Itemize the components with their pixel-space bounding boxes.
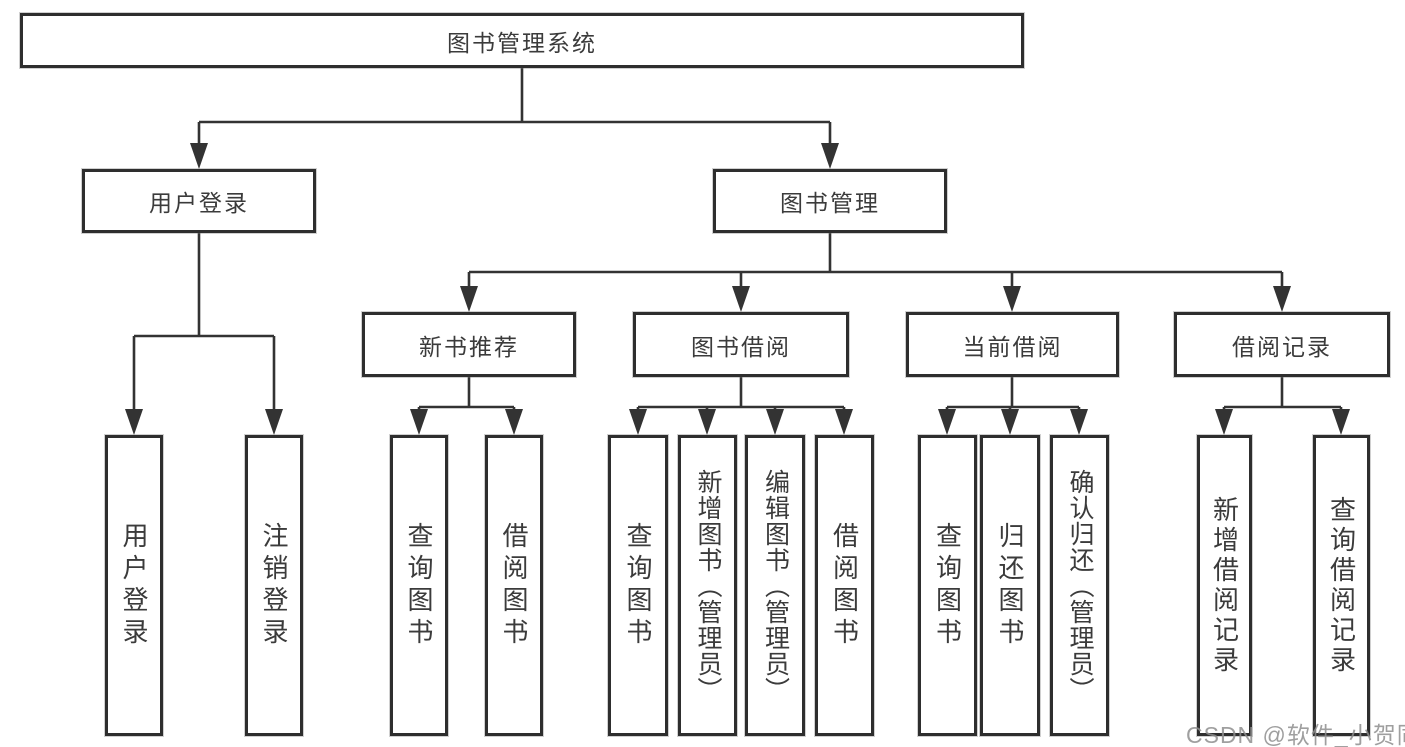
arrowhead <box>505 409 523 435</box>
leaf-edit-books-admin: 编辑图书（管理员） <box>745 435 805 736</box>
arrowhead <box>1070 409 1088 435</box>
arrowhead <box>265 409 283 435</box>
node-current-borrowing: 当前借阅 <box>906 312 1119 377</box>
leaf-borrow-books: 借阅图书 <box>815 435 874 736</box>
node-book-borrowing: 图书借阅 <box>633 312 849 377</box>
arrowhead <box>125 409 143 435</box>
arrowhead <box>698 409 716 435</box>
connector-current-to-leaves <box>945 377 1081 410</box>
arrowhead <box>1001 409 1019 435</box>
node-borrowing-records: 借阅记录 <box>1174 312 1390 377</box>
arrowhead <box>1215 409 1233 435</box>
arrowhead <box>1332 409 1350 435</box>
connector-root-to-level2 <box>197 68 832 144</box>
arrowhead <box>821 143 839 169</box>
connector-records-to-leaves <box>1222 377 1343 410</box>
connector-newbook-to-leaves <box>417 377 516 410</box>
leaf-return-books: 归还图书 <box>980 435 1040 736</box>
leaf-confirm-return-admin: 确认归还（管理员） <box>1050 435 1109 736</box>
csdn-watermark: CSDN @软件_小贺同学 <box>1186 722 1405 747</box>
node-new-book-recommendation: 新书推荐 <box>362 312 576 377</box>
connector-bookmgmt-to-level3 <box>467 233 1284 287</box>
arrowhead <box>190 143 208 169</box>
arrowhead <box>410 409 428 435</box>
leaf-borrow-books-recommend: 借阅图书 <box>485 435 543 736</box>
arrowhead <box>1003 286 1021 312</box>
arrowhead <box>1273 286 1291 312</box>
node-book-management: 图书管理 <box>713 169 947 233</box>
leaf-logout: 注销登录 <box>245 435 303 736</box>
arrowhead <box>766 409 784 435</box>
connector-userlogin-to-leaves <box>132 233 276 410</box>
connector-borrow-to-leaves <box>636 377 846 410</box>
leaf-add-books-admin: 新增图书（管理员） <box>678 435 737 736</box>
arrowhead <box>938 409 956 435</box>
leaf-add-borrow-record: 新增借阅记录 <box>1197 435 1252 736</box>
leaf-query-books-recommend: 查询图书 <box>390 435 448 736</box>
node-library-management-system: 图书管理系统 <box>20 13 1024 68</box>
arrowhead <box>835 409 853 435</box>
leaf-user-login: 用户登录 <box>105 435 163 736</box>
arrowhead <box>629 409 647 435</box>
leaf-query-books-borrow: 查询图书 <box>608 435 668 736</box>
leaf-query-books-current: 查询图书 <box>918 435 977 736</box>
node-user-login: 用户登录 <box>82 169 316 233</box>
leaf-query-borrow-record: 查询借阅记录 <box>1313 435 1370 736</box>
arrowhead <box>460 286 478 312</box>
arrowhead <box>732 286 750 312</box>
